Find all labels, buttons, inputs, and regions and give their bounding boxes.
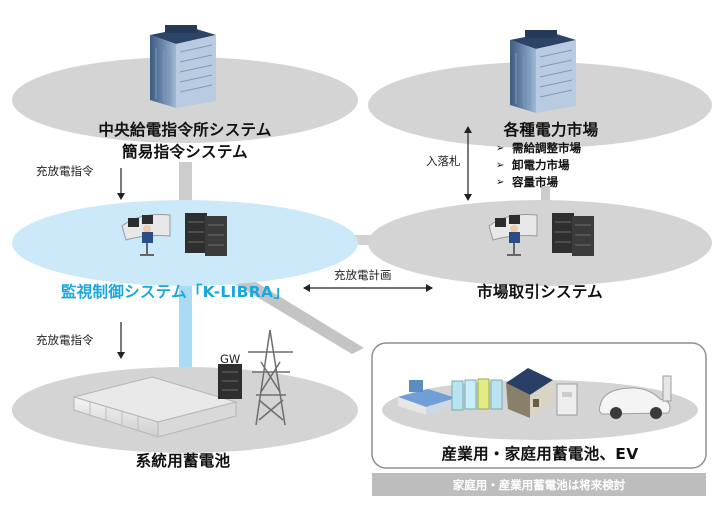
container-battery-icon xyxy=(72,376,238,438)
link-kl-home xyxy=(232,276,364,354)
future-note-bar: 家庭用・産業用蓄電池は将来検討 xyxy=(372,473,706,496)
home-battery-title: 産業用・家庭用蓄電池、EV xyxy=(441,445,639,463)
trading-system-title: 市場取引システム xyxy=(477,283,603,301)
k-libra-title: 監視制御システム「K-LIBRA」 xyxy=(60,283,290,301)
dispatch-label-bottom: 充放電指令 xyxy=(36,333,94,347)
gw-label: GW xyxy=(220,352,241,366)
market-list: ➢需給調整市場 ➢卸電力市場 ➢容量市場 xyxy=(496,140,581,191)
server-rack-icon xyxy=(552,213,594,256)
link-kl-trading xyxy=(340,235,395,245)
central-title: 中央給電指令所システム xyxy=(98,121,272,139)
grid-battery-title: 系統用蓄電池 xyxy=(135,452,231,470)
battery-cells-icon xyxy=(451,378,503,411)
trading-platform xyxy=(368,200,712,286)
home-battery-icon xyxy=(556,383,578,416)
bullet-arrow-icon: ➢ xyxy=(496,160,505,171)
bullet-arrow-icon: ➢ xyxy=(496,177,505,188)
dispatch-label-top: 充放電指令 xyxy=(36,164,94,178)
list-item: ➢容量市場 xyxy=(496,175,558,189)
bid-label: 入落札 xyxy=(426,154,461,168)
operator-workstation-icon xyxy=(488,214,538,256)
electric-car-icon xyxy=(598,375,672,419)
plan-label: 充放電計画 xyxy=(334,268,392,282)
bullet-arrow-icon: ➢ xyxy=(496,143,505,154)
list-item: ➢需給調整市場 xyxy=(496,141,581,155)
office-building-icon xyxy=(510,30,576,113)
future-note: 家庭用・産業用蓄電池は将来検討 xyxy=(452,477,626,492)
central-subtitle: 簡易指令システム xyxy=(122,143,248,161)
factory-icon xyxy=(398,380,456,415)
operator-workstation-icon xyxy=(121,214,171,256)
office-building-icon xyxy=(150,25,216,108)
house-with-solar-icon xyxy=(506,368,553,418)
transmission-tower-icon xyxy=(248,329,293,426)
server-rack-icon xyxy=(218,364,242,399)
server-rack-icon xyxy=(185,213,227,256)
list-item: ➢卸電力市場 xyxy=(496,158,570,172)
market-title: 各種電力市場 xyxy=(503,121,599,139)
